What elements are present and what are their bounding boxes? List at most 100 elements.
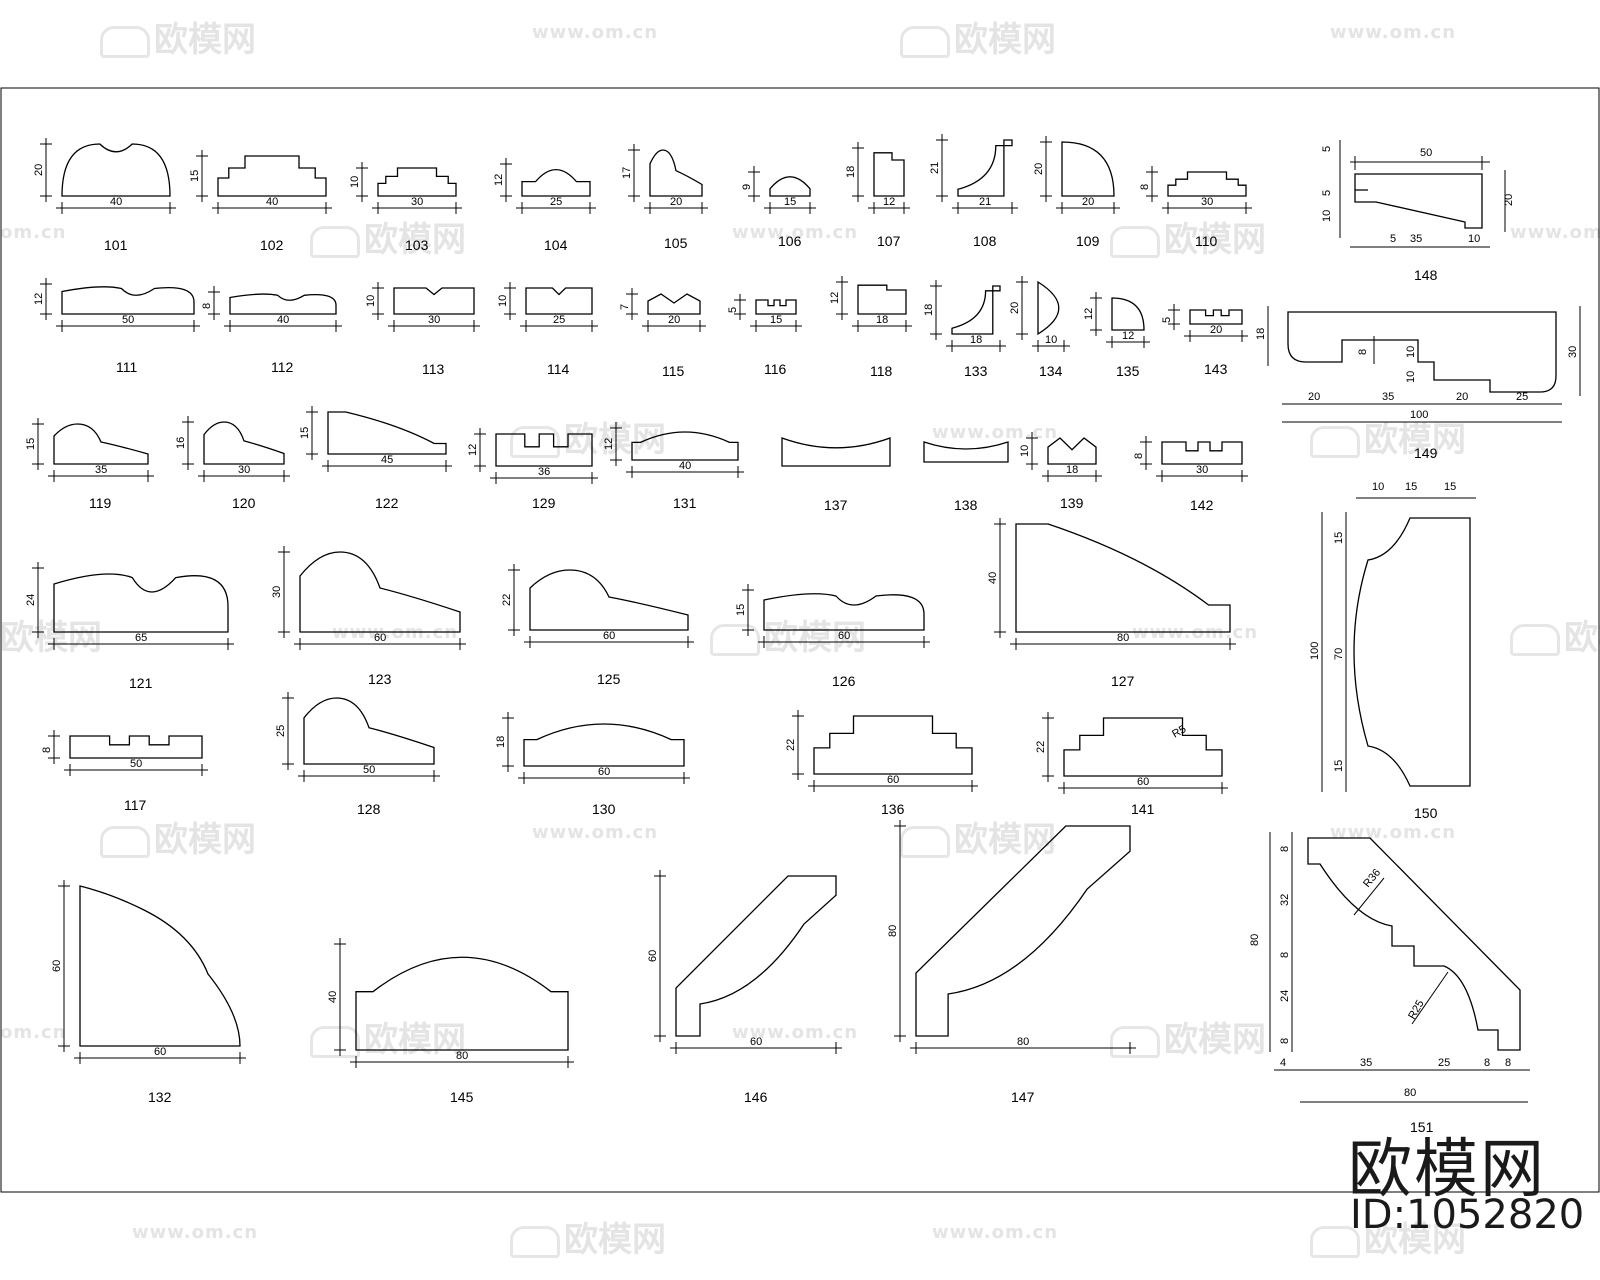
dim-width-133: 18 [970,334,982,346]
profile-outline [649,149,703,197]
label-131: 131 [673,495,697,511]
profile-150: 10 15 15 15 70 15 100 150 [1309,481,1476,821]
dim-height-135: 12 [1083,308,1095,320]
dim-149-total: 100 [1410,409,1428,421]
dim-height-122: 15 [299,427,311,439]
dim-height-113: 10 [365,295,377,307]
dim-height-129: 12 [467,444,479,456]
dim-150-l2: 70 [1333,648,1345,660]
dim-148-top: 50 [1420,147,1432,159]
dim-width-101: 40 [110,196,122,208]
label-120: 120 [232,495,256,511]
profile-148: 50 5 5 10 20 5 35 10 148 [1321,140,1515,283]
profile-outline [521,168,591,197]
label-111: 111 [116,359,137,375]
dim-width-109: 20 [1082,196,1094,208]
profile-115: 20 7 115 [619,288,706,379]
dim-height-127: 40 [987,572,999,584]
profile-outline [53,423,149,465]
dim-width-119: 35 [95,464,107,476]
dim-width-123: 60 [374,632,386,644]
dim-width-141: 60 [1137,776,1149,788]
dim-height-120: 16 [175,437,187,449]
dim-151-b3: 8 [1484,1057,1490,1069]
profile-outline [1047,437,1097,465]
profile-outline [647,293,701,315]
label-117: 117 [124,797,147,813]
label-138: 138 [954,497,978,513]
dim-height-117: 8 [41,747,53,753]
dim-149-b2: 35 [1382,391,1394,403]
label-107: 107 [877,233,901,249]
dim-width-105: 20 [670,196,682,208]
label-143: 143 [1204,361,1228,377]
watermark-brand: 欧模网 [510,412,666,461]
dim-149-mid-b: 10 [1405,346,1417,358]
dim-height-101: 20 [33,164,45,176]
dim-width-134: 10 [1045,334,1057,346]
label-146: 146 [744,1089,768,1105]
label-148: 148 [1414,267,1438,283]
dim-height-125: 22 [501,594,513,606]
dim-height-115: 7 [619,304,631,310]
label-122: 122 [375,495,399,511]
dim-width-130: 60 [598,766,610,778]
profile-outline [1061,141,1115,197]
watermark-url: www.om.cn [732,222,859,243]
dim-151-total-h: 80 [1249,934,1261,946]
label-112: 112 [271,359,294,375]
label-136: 136 [881,801,905,817]
dim-150-l1: 15 [1333,532,1345,544]
profile-outline [915,825,1131,1037]
dim-width-121: 65 [135,632,147,644]
watermark-brand: 欧模网 [1110,212,1266,261]
label-105: 105 [664,235,688,251]
dim-151-h3: 8 [1279,952,1291,958]
dim-width-146: 60 [750,1036,762,1048]
dim-width-113: 30 [428,314,440,326]
dim-width-128: 50 [363,764,375,776]
label-133: 133 [964,363,988,379]
dim-width-117: 50 [130,758,142,770]
dim-149-b1: 20 [1308,391,1320,403]
dim-151-b1: 35 [1360,1057,1372,1069]
dim-148-left-low: 10 [1321,210,1333,222]
profile-outline [631,431,739,461]
dim-height-136: 22 [785,739,797,751]
profile-137: 137 [781,437,891,513]
dim-150-l3: 15 [1333,760,1345,772]
watermark-brand: 欧模网 [900,812,1056,861]
profile-outline [217,155,327,197]
dim-height-110: 8 [1139,184,1151,190]
profile-outline [873,152,905,197]
dim-width-115: 20 [668,314,680,326]
watermark-url: www.om.cn [132,1222,259,1243]
label-115: 115 [662,363,685,379]
profile-outline [1353,517,1471,787]
dim-width-135: 12 [1122,330,1134,342]
dim-height-121: 24 [25,594,37,606]
label-134: 134 [1039,363,1063,379]
profile-outline [1307,837,1521,1051]
watermark-brand: 欧模网 [1510,610,1600,659]
dim-148-bottom-b: 35 [1410,233,1422,245]
profile-outline [923,441,1009,463]
profile-outline [53,573,229,633]
dim-width-127: 80 [1117,632,1129,644]
profile-117: 50 8 117 [41,730,208,813]
watermark-url: www.om.cn [1330,22,1457,43]
